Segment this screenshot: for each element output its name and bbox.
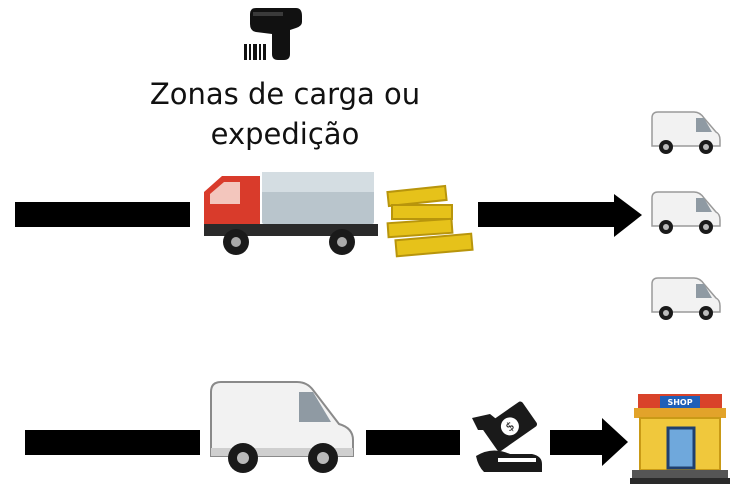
delivery-van-icon — [651, 111, 721, 154]
shop-storefront-icon: SHOP — [630, 394, 730, 484]
zone-title-line-2: expedição — [210, 117, 360, 151]
shop-sign-text: SHOP — [667, 398, 692, 407]
incoming-arrow-line-bottom — [25, 430, 200, 455]
delivery-van-icon — [210, 381, 354, 473]
incoming-arrow-line-top — [15, 202, 190, 227]
outgoing-arrow-top — [478, 194, 642, 237]
payment-arrow-line — [366, 430, 460, 455]
zone-title: Zonas de carga ou expedição — [120, 74, 450, 154]
zone-title-line-1: Zonas de carga ou — [149, 77, 421, 111]
delivery-van-icon — [651, 191, 721, 234]
hand-money-payment-icon: $ — [472, 401, 542, 472]
truck-icon — [204, 172, 378, 255]
delivery-van-icon — [651, 277, 721, 320]
barcode-scanner-icon — [244, 8, 302, 60]
shop-arrow — [550, 418, 628, 466]
gold-boxes-icon — [386, 184, 474, 258]
